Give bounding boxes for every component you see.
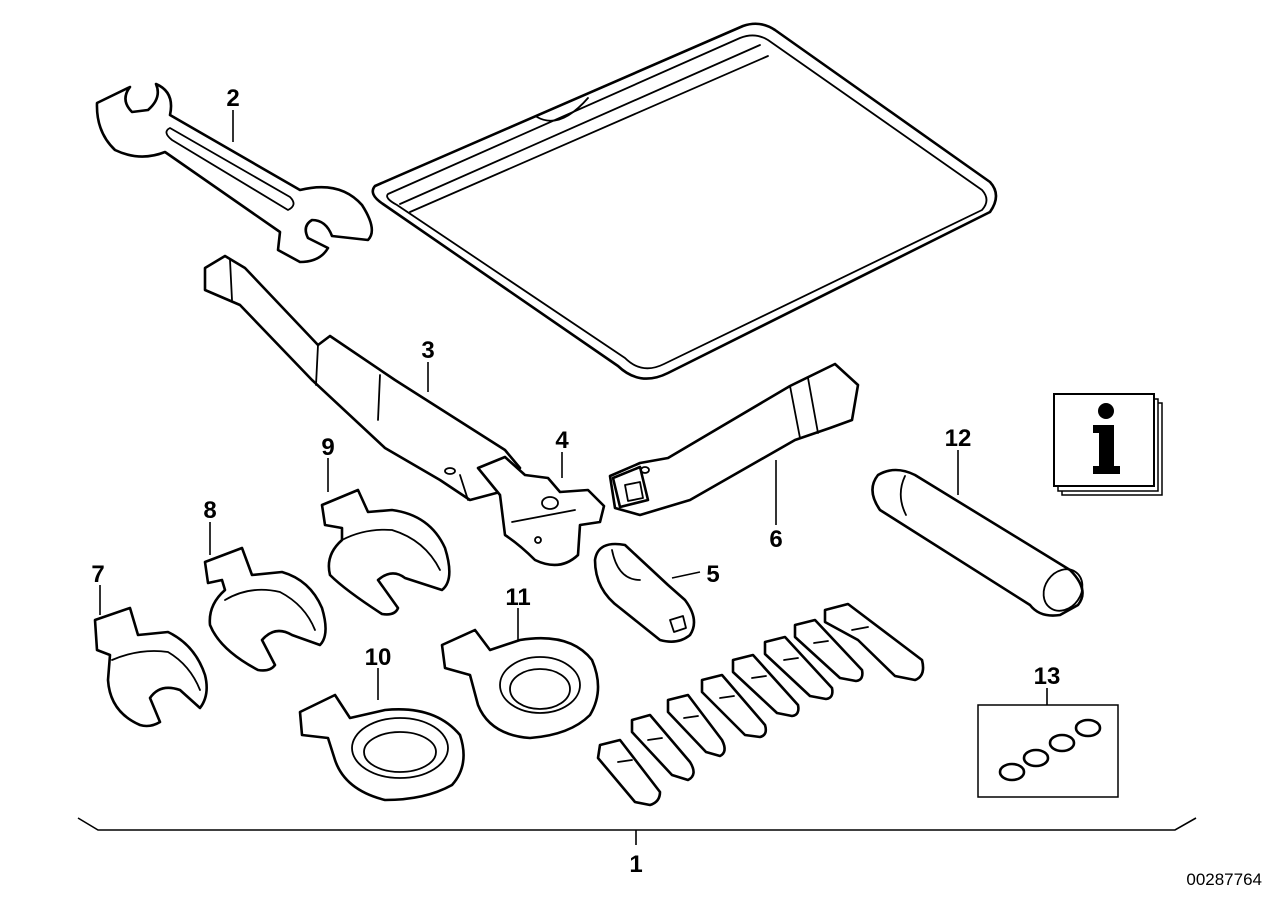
open-end-insert-tool-7[interactable] — [93, 606, 208, 728]
ring-insert-tool-11[interactable] — [440, 628, 600, 740]
bit-8[interactable] — [823, 602, 925, 682]
callout-7: 7 — [91, 561, 104, 588]
disc — [1022, 748, 1050, 768]
disc — [1048, 733, 1076, 753]
torque-wrench[interactable] — [203, 254, 522, 502]
disc — [1074, 718, 1102, 738]
bit-2[interactable] — [630, 713, 695, 782]
callout-9: 9 — [321, 434, 334, 461]
callout-8: 8 — [203, 497, 216, 524]
double-open-end-wrench[interactable] — [95, 82, 374, 264]
ring-insert-tool-10[interactable] — [298, 693, 465, 802]
disc-set[interactable] — [977, 704, 1119, 798]
bit-3[interactable] — [666, 693, 726, 758]
open-end-insert-tool-8[interactable] — [203, 546, 327, 672]
leader-lines — [77, 110, 1197, 845]
callout-5: 5 — [706, 561, 719, 588]
callout-6: 6 — [769, 526, 782, 553]
callout-4: 4 — [555, 427, 569, 454]
adapter-socket[interactable] — [593, 542, 696, 643]
open-end-insert-tool-9[interactable] — [320, 488, 451, 616]
callout-11: 11 — [505, 584, 530, 611]
callout-13: 13 — [1034, 663, 1061, 690]
disc-set-frame — [977, 704, 1119, 798]
socket-extension[interactable] — [608, 362, 860, 517]
bit-6[interactable] — [763, 635, 834, 701]
bit-4[interactable] — [700, 673, 768, 739]
bit-1[interactable] — [596, 738, 662, 807]
callout-labels: 2 3 4 5 6 7 8 9 10 11 12 13 1 — [91, 85, 1060, 878]
info-icon — [1053, 393, 1163, 496]
callout-3: 3 — [421, 337, 434, 364]
tool-pouch[interactable] — [371, 22, 998, 380]
callout-2: 2 — [226, 85, 239, 112]
cylindrical-tube[interactable] — [871, 468, 1090, 618]
bit-set[interactable] — [596, 602, 925, 807]
document-number: 00287764 — [1186, 870, 1262, 889]
bit-5[interactable] — [731, 653, 800, 718]
callout-12: 12 — [945, 425, 972, 452]
disc — [998, 762, 1026, 782]
bit-7[interactable] — [793, 618, 864, 683]
callout-10: 10 — [365, 644, 392, 671]
callout-1: 1 — [629, 851, 642, 878]
ratchet-head[interactable] — [476, 455, 606, 567]
